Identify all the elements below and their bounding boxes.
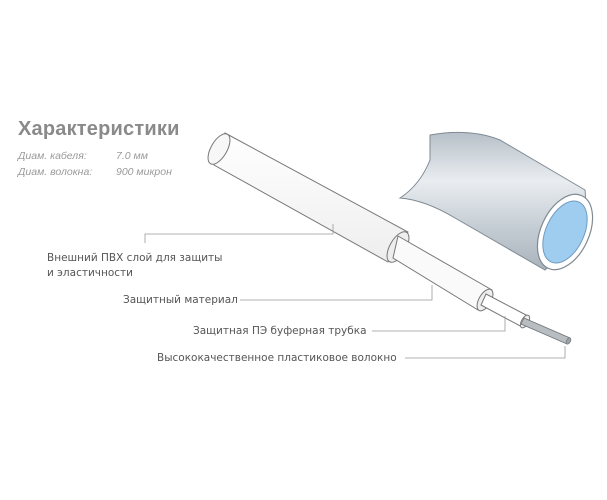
spec-cable-diameter-label: Диам. кабеля: [18, 150, 87, 162]
outer-jacket [207, 132, 410, 263]
diagram-title: Характеристики [18, 118, 180, 140]
callout-outer-jacket-line1: Внешний ПВХ слой для защиты [47, 252, 223, 264]
leader-line-protective [240, 285, 433, 301]
protective-material [392, 235, 494, 312]
leader-line-jacket [144, 224, 334, 243]
leader-lines [144, 224, 566, 359]
spec-cable-diameter-value: 7.0 мм [116, 150, 148, 162]
leader-line-fiber [405, 346, 566, 359]
foil-shield [398, 131, 594, 271]
callout-protective-material: Защитный материал [123, 294, 238, 306]
spec-fiber-diameter-value: 900 микрон [116, 166, 172, 178]
callout-outer-jacket-line2: и эластичности [47, 267, 133, 279]
callout-plastic-fiber: Высококачественное пластиковое волокно [157, 352, 397, 364]
spec-fiber-diameter-label: Диам. волокна: [18, 166, 93, 178]
callout-buffer-tube: Защитная ПЭ буферная трубка [193, 325, 367, 337]
leader-line-buffer [372, 316, 506, 332]
plastic-fiber [520, 317, 572, 345]
